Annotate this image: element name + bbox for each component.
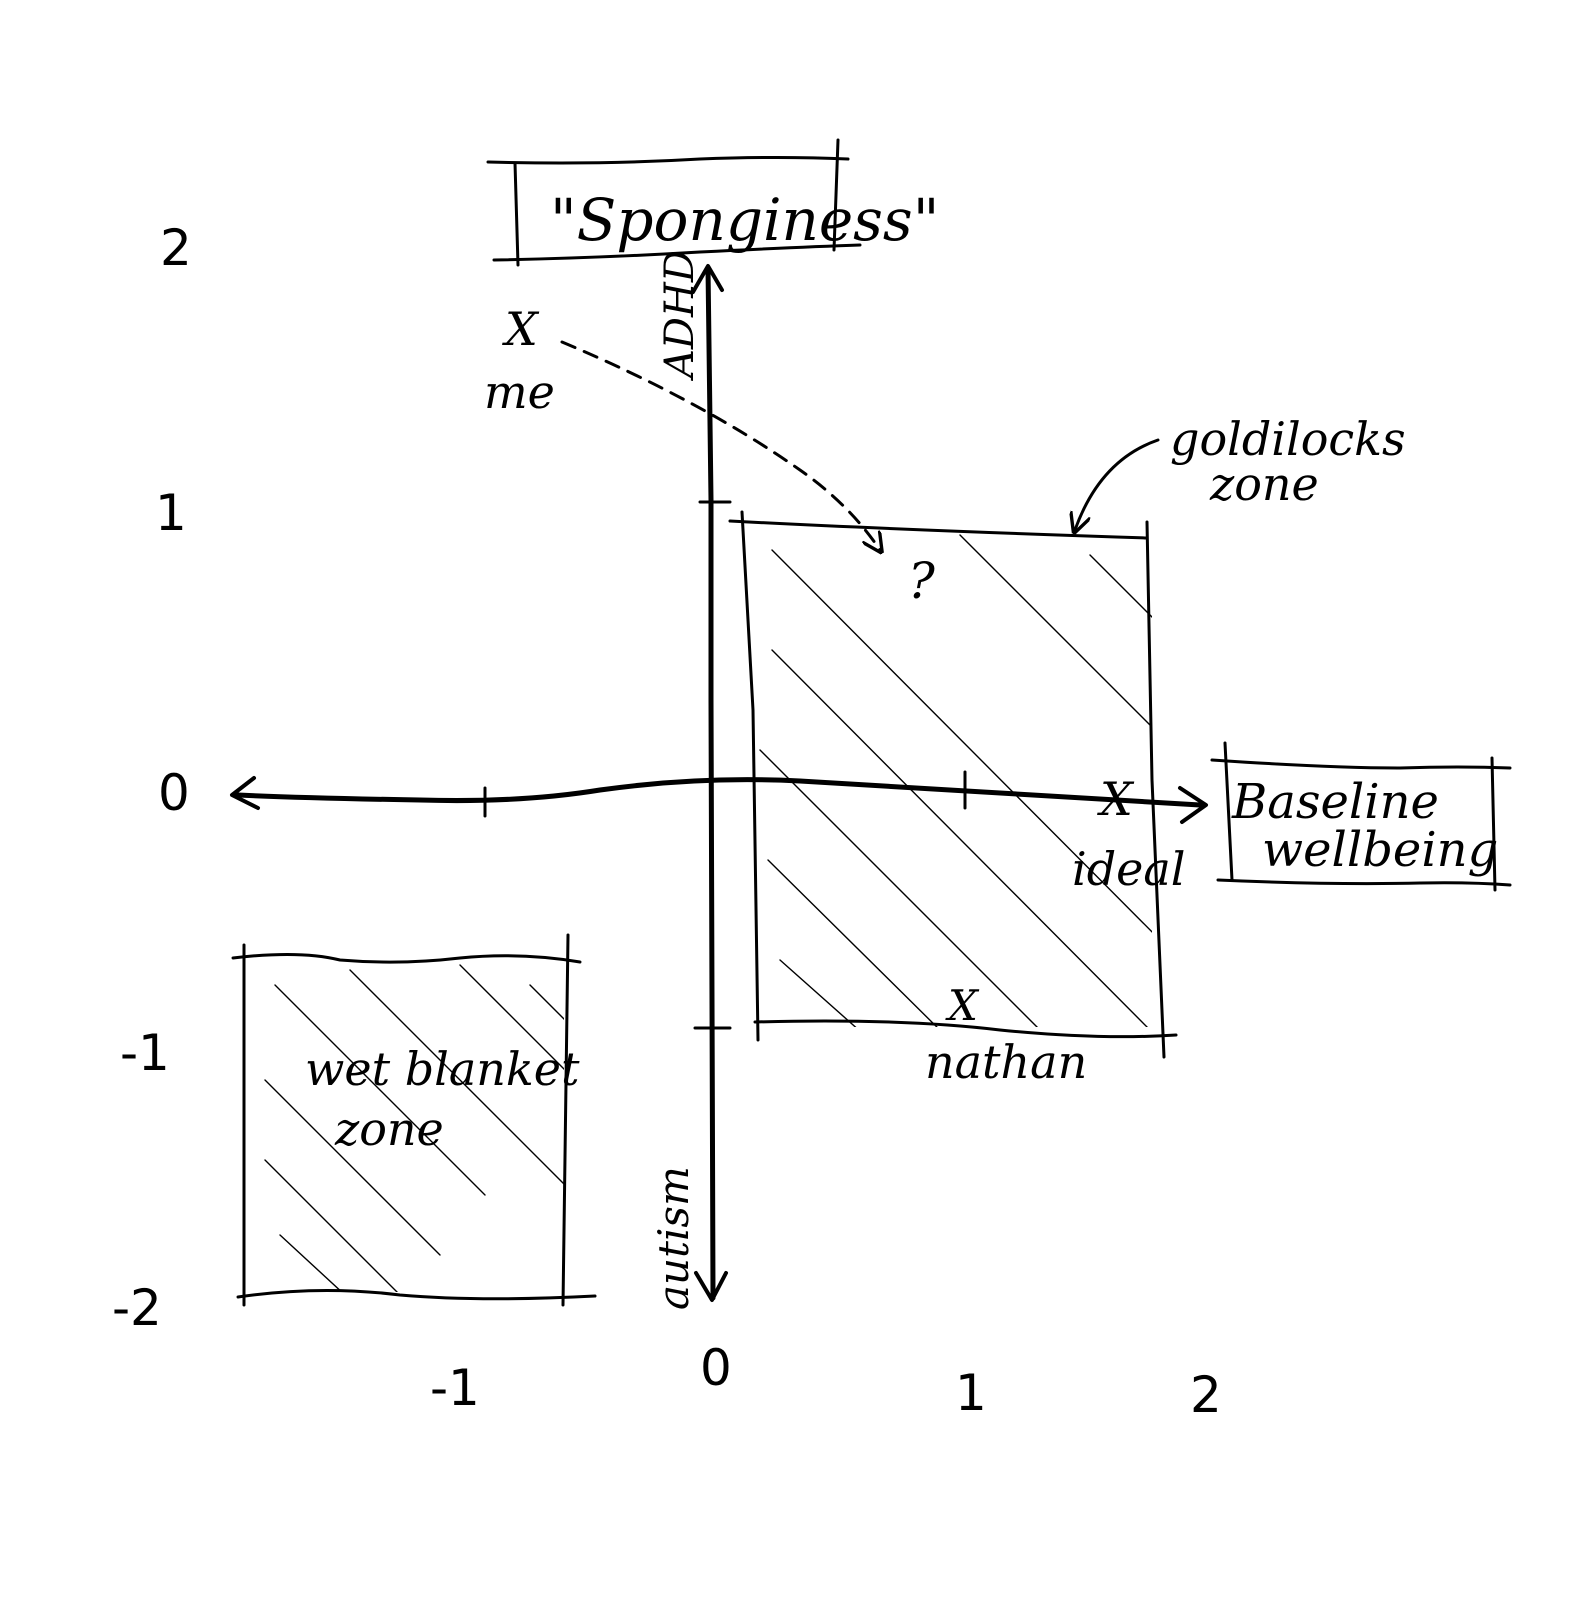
y-axis-label: "Sponginess" <box>550 186 939 254</box>
y-tick-label-minus-2: -2 <box>112 1279 162 1337</box>
adhd-note: ADHD <box>657 250 703 382</box>
x-tick-label-minus-1: -1 <box>430 1359 480 1417</box>
goldilocks-hatching <box>759 534 1152 1027</box>
x-axis <box>230 770 1208 824</box>
y-axis-label-box <box>486 138 862 267</box>
me-marker: X <box>502 302 540 356</box>
y-tick-label-2: 2 <box>160 219 192 277</box>
x-tick-label-0: 0 <box>700 1339 732 1397</box>
wet-blanket-zone <box>231 933 597 1307</box>
x-axis-label-box <box>1210 741 1512 892</box>
x-axis-label-line2: wellbeing <box>1262 822 1498 878</box>
autism-note: autism <box>649 1166 698 1310</box>
ideal-marker: X <box>1097 772 1135 826</box>
me-to-target-arrow <box>560 340 880 550</box>
x-tick-label-2: 2 <box>1190 1366 1222 1424</box>
nathan-marker: X <box>945 981 980 1030</box>
goldilocks-pointer <box>1075 438 1160 530</box>
x-tick-label-1: 1 <box>955 1364 987 1422</box>
wet-blanket-hatching <box>264 964 564 1292</box>
y-tick-label-minus-1: -1 <box>120 1024 170 1082</box>
goldilocks-zone <box>728 510 1178 1059</box>
x-axis-label-line1: Baseline <box>1231 774 1439 830</box>
ideal-label: ideal <box>1072 842 1186 896</box>
wet-blanket-label-line1: wet blanket <box>305 1042 580 1096</box>
nathan-label: nathan <box>925 1035 1087 1089</box>
target-question-mark: ? <box>908 552 936 610</box>
goldilocks-label-line2: zone <box>1209 457 1319 511</box>
y-tick-label-0: 0 <box>158 764 190 822</box>
wet-blanket-label-line2: zone <box>334 1102 444 1156</box>
me-label: me <box>484 365 555 419</box>
y-axis <box>691 264 732 1302</box>
goldilocks-label-line1: goldilocks <box>1170 412 1406 466</box>
y-tick-label-1: 1 <box>155 484 187 542</box>
